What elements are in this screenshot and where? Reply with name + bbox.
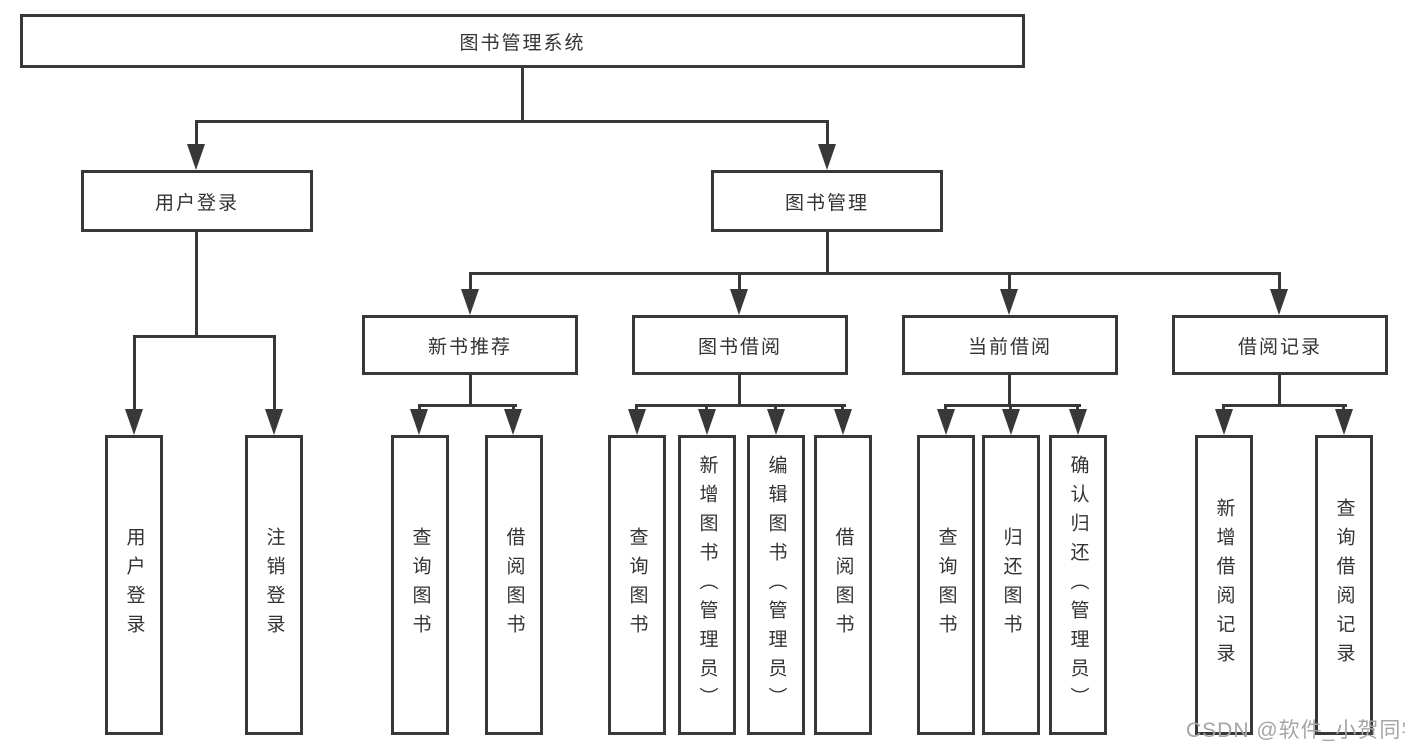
leaf-borrow-books-recommend: 借阅图书: [485, 435, 543, 735]
connector-line: [1222, 404, 1347, 407]
node-label: 图书借阅: [697, 336, 782, 358]
node-label: 查询图书: [626, 527, 648, 643]
connector-line: [195, 120, 198, 150]
node-label: 编辑图书（管理员）: [765, 454, 787, 716]
node-label: 查询图书: [935, 527, 957, 643]
arrow-down-icon: [461, 289, 479, 315]
connector-line: [273, 335, 276, 411]
arrow-down-icon: [1069, 409, 1087, 435]
connector-line: [738, 373, 741, 407]
arrow-down-icon: [818, 144, 836, 170]
node-label: 新书推荐: [427, 336, 512, 358]
node-label: 借阅记录: [1237, 336, 1322, 358]
arrow-down-icon: [504, 409, 522, 435]
connector-line: [826, 120, 829, 150]
node-label: 归还图书: [1000, 527, 1022, 643]
arrow-down-icon: [1000, 289, 1018, 315]
arrow-down-icon: [1215, 409, 1233, 435]
leaf-query-borrow-record: 查询借阅记录: [1315, 435, 1373, 735]
arrow-down-icon: [767, 409, 785, 435]
node-label: 用户登录: [154, 192, 239, 214]
node-label: 用户登录: [123, 527, 145, 643]
node-user-login: 用户登录: [81, 170, 313, 232]
arrow-down-icon: [730, 289, 748, 315]
node-current-borrow: 当前借阅: [902, 315, 1118, 375]
arrow-down-icon: [1002, 409, 1020, 435]
leaf-query-books-current: 查询图书: [917, 435, 975, 735]
connector-line: [195, 120, 829, 123]
leaf-query-books-borrow: 查询图书: [608, 435, 666, 735]
connector-line: [1008, 373, 1011, 407]
arrow-down-icon: [937, 409, 955, 435]
connector-line: [469, 272, 472, 294]
connector-line: [1278, 373, 1281, 407]
connector-line: [826, 230, 829, 275]
node-label: 当前借阅: [967, 336, 1052, 358]
node-new-book-recommend: 新书推荐: [362, 315, 578, 375]
node-label: 确认归还（管理员）: [1067, 454, 1089, 716]
node-label: 新增借阅记录: [1213, 498, 1235, 672]
leaf-borrow-books: 借阅图书: [814, 435, 872, 735]
connector-line: [1008, 272, 1011, 294]
leaf-return-books: 归还图书: [982, 435, 1040, 735]
node-label: 图书管理系统: [459, 32, 586, 54]
leaf-query-books-recommend: 查询图书: [391, 435, 449, 735]
csdn-watermark: CSDN @软件_小贺同学: [1186, 719, 1405, 742]
arrow-down-icon: [187, 144, 205, 170]
node-book-borrow: 图书借阅: [632, 315, 848, 375]
arrow-down-icon: [698, 409, 716, 435]
node-library-system: 图书管理系统: [20, 14, 1025, 68]
node-book-management: 图书管理: [711, 170, 943, 232]
connector-line: [944, 404, 1081, 407]
connector-line: [469, 373, 472, 407]
connector-line: [521, 66, 524, 122]
connector-line: [195, 230, 198, 337]
connector-line: [1278, 272, 1281, 294]
connector-line: [635, 404, 846, 407]
leaf-add-books-admin: 新增图书（管理员）: [678, 435, 736, 735]
connector-line: [133, 335, 276, 338]
node-label: 查询图书: [409, 527, 431, 643]
arrow-down-icon: [628, 409, 646, 435]
leaf-edit-books-admin: 编辑图书（管理员）: [747, 435, 805, 735]
connector-line: [469, 272, 1281, 275]
arrow-down-icon: [410, 409, 428, 435]
arrow-down-icon: [834, 409, 852, 435]
node-borrow-records: 借阅记录: [1172, 315, 1388, 375]
leaf-user-login: 用户登录: [105, 435, 163, 735]
arrow-down-icon: [1270, 289, 1288, 315]
arrow-down-icon: [1335, 409, 1353, 435]
node-label: 注销登录: [263, 527, 285, 643]
connector-line: [738, 272, 741, 294]
leaf-add-borrow-record: 新增借阅记录: [1195, 435, 1253, 735]
node-label: 借阅图书: [503, 527, 525, 643]
node-label: 借阅图书: [832, 527, 854, 643]
leaf-logout: 注销登录: [245, 435, 303, 735]
node-label: 查询借阅记录: [1333, 498, 1355, 672]
arrow-down-icon: [125, 409, 143, 435]
arrow-down-icon: [265, 409, 283, 435]
node-label: 图书管理: [784, 192, 869, 214]
connector-line: [133, 335, 136, 411]
node-label: 新增图书（管理员）: [696, 454, 718, 716]
connector-line: [418, 404, 517, 407]
leaf-confirm-return-admin: 确认归还（管理员）: [1049, 435, 1107, 735]
